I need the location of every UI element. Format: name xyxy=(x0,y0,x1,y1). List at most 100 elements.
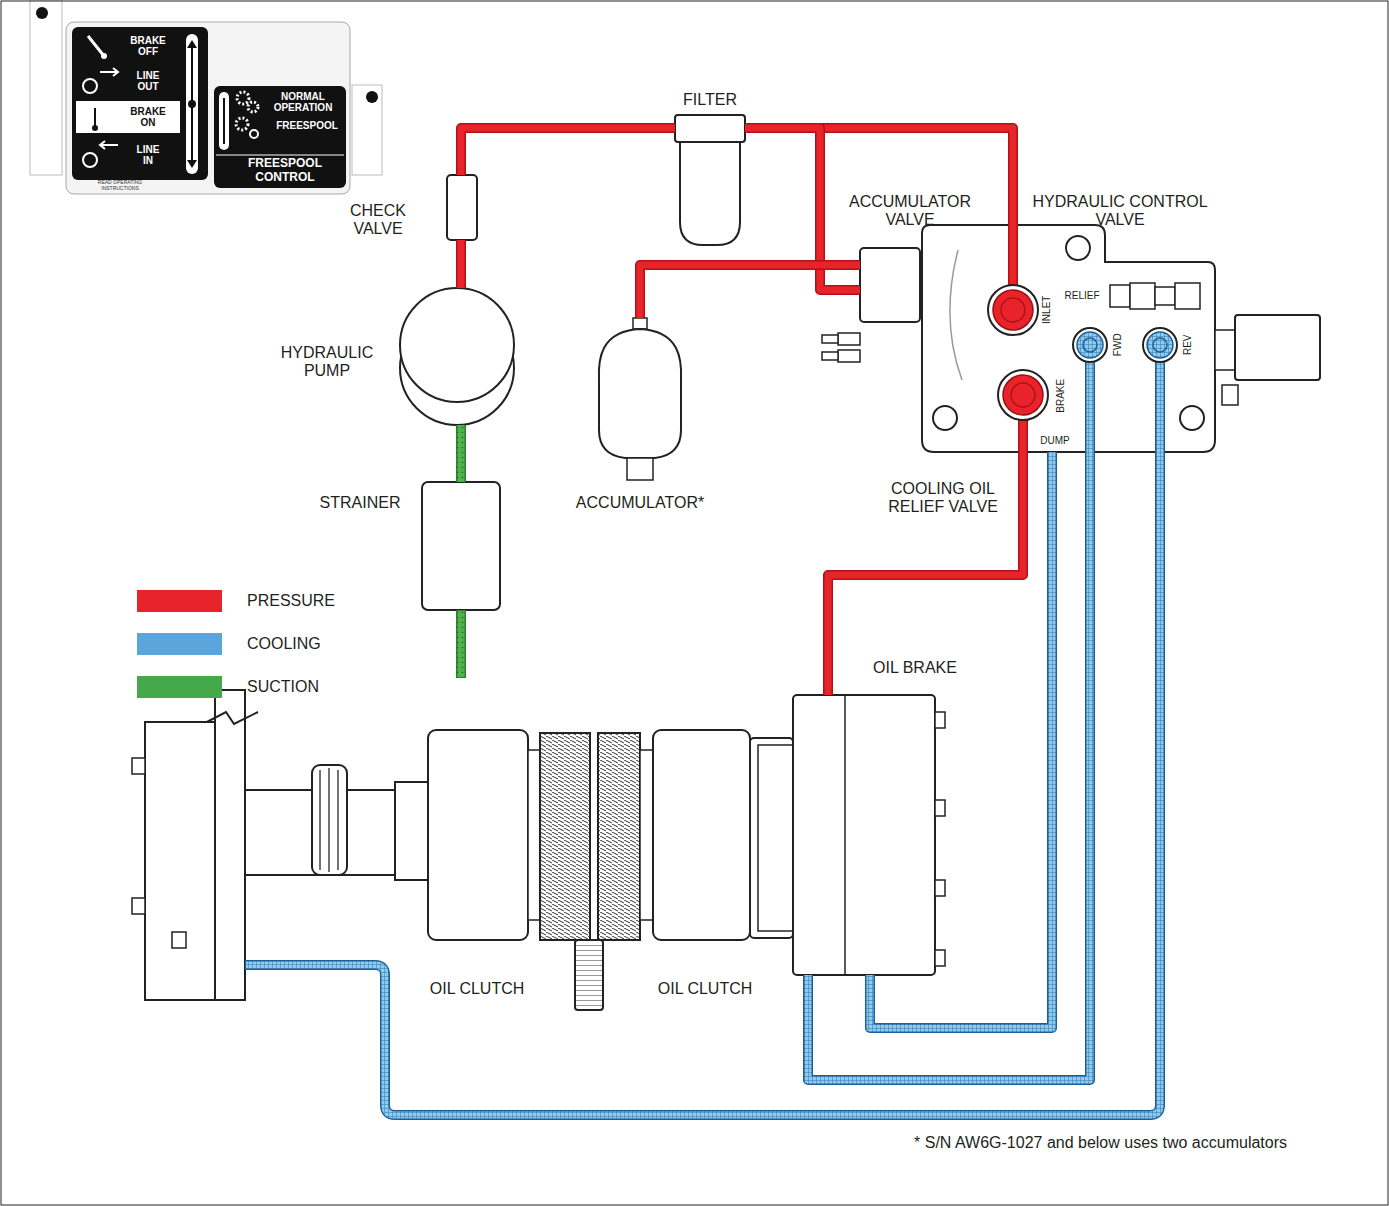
port-label: BRAKE ON xyxy=(126,106,170,129)
control-decal xyxy=(72,27,208,180)
suction-line xyxy=(456,610,466,678)
strainer: STRAINER xyxy=(422,482,500,610)
control-decal xyxy=(216,155,344,156)
accumulator-valve-symbol xyxy=(822,352,838,360)
oil-clutch: OIL CLUTCH xyxy=(428,730,528,940)
filter-symbol xyxy=(680,142,740,245)
legend-swatch xyxy=(137,633,222,655)
accumulator-valve-symbol xyxy=(838,333,860,345)
component-label: OIL CLUTCH xyxy=(430,980,525,998)
oil-clutch: OIL CLUTCH xyxy=(653,730,750,940)
clutch-drawing xyxy=(575,940,603,1010)
suction-line xyxy=(460,425,461,482)
control-valve: HYDRAULIC CONTROL VALVERELIEFINLETFWDREV… xyxy=(922,225,1215,452)
line-outline xyxy=(456,425,466,482)
drive-housing xyxy=(132,898,145,914)
drive-housing xyxy=(132,758,145,774)
legend-label: COOLING xyxy=(247,635,321,653)
control-decal xyxy=(88,36,104,56)
control-valve-body xyxy=(950,250,962,380)
accumulator-symbol xyxy=(599,318,681,480)
valve-ports xyxy=(1083,338,1097,352)
pump-symbol xyxy=(400,288,514,402)
control-decal xyxy=(30,0,62,175)
rev-cooling-line xyxy=(245,360,1160,1115)
valve-ports xyxy=(1011,383,1035,407)
component-label: OIL BRAKE xyxy=(873,659,957,677)
line-outline xyxy=(456,240,466,288)
freespool-decal: NORMAL OPERATIONFREESPOOLFREESPOOL CONTR… xyxy=(214,86,346,188)
valve-ports xyxy=(988,285,1177,420)
control-decal xyxy=(248,102,258,112)
control-decal xyxy=(76,101,180,133)
control-decal xyxy=(187,40,197,168)
control-valve-body xyxy=(922,225,1320,452)
accumulator-symbol xyxy=(633,318,647,329)
legend-swatch xyxy=(137,590,222,612)
port-label: INLET xyxy=(1041,296,1053,324)
line-fill xyxy=(457,240,464,288)
control-decal xyxy=(219,92,229,150)
drive-housing xyxy=(395,782,428,880)
control-decal xyxy=(366,91,378,103)
port-label: FREESPOOL xyxy=(276,120,338,132)
control-valve-body xyxy=(1222,385,1238,405)
line-fill xyxy=(808,360,1090,1080)
control-decal xyxy=(223,98,225,144)
drive-housing xyxy=(172,932,186,948)
component-label: CHECK VALVE xyxy=(342,202,414,239)
control-decal xyxy=(250,130,258,138)
port-label: LINE IN xyxy=(132,144,164,167)
clutch-drawing xyxy=(528,750,540,920)
brake-decal: BRAKE OFFLINE OUTBRAKE ONLINE IN xyxy=(70,25,210,192)
clutch-drawing xyxy=(428,730,528,940)
accumulator-symbol xyxy=(599,329,681,458)
control-decal xyxy=(352,85,382,175)
footnote: * S/N AW6G-1027 and below uses two accum… xyxy=(914,1134,1287,1152)
drive-housing xyxy=(215,690,245,1000)
control-decal xyxy=(83,79,97,93)
filter: FILTER xyxy=(675,115,745,245)
valve-ports xyxy=(998,370,1048,420)
control-decal xyxy=(188,100,196,108)
port-label: DUMP xyxy=(1040,435,1069,447)
control-decal xyxy=(101,53,107,59)
accumulator: ACCUMULATOR* xyxy=(599,318,681,480)
valve-ports xyxy=(1003,375,1043,415)
check-valve-symbol xyxy=(447,175,477,240)
legend-label: PRESSURE xyxy=(247,592,335,610)
control-decal xyxy=(30,0,382,194)
control-decal xyxy=(92,125,98,131)
control-decal xyxy=(186,34,198,174)
accumulator-symbol xyxy=(627,458,653,480)
suction-line xyxy=(458,611,465,677)
control-decal xyxy=(100,141,118,149)
suction-line xyxy=(461,610,462,678)
pressure-line xyxy=(461,128,675,175)
legend-swatch xyxy=(137,676,222,698)
line-fill xyxy=(457,425,464,482)
valve-ports xyxy=(1077,332,1103,358)
clutch-drawing xyxy=(428,730,793,1010)
filter-symbol xyxy=(675,115,745,245)
port-label: REV xyxy=(1181,335,1193,356)
line-outline xyxy=(461,128,675,175)
pressure-line xyxy=(828,418,1023,695)
control-decal xyxy=(214,86,346,188)
accumulator-valve-symbol xyxy=(860,248,920,322)
component-label: HYDRAULIC PUMP xyxy=(267,344,387,381)
line-fill xyxy=(461,128,675,175)
rev-cooling-line xyxy=(246,360,1160,1115)
line-fill xyxy=(870,452,1052,1028)
control-valve-body xyxy=(1235,315,1320,380)
component-label: ACCUMULATOR* xyxy=(576,494,704,512)
control-valve-body xyxy=(922,225,1215,452)
cooling-line xyxy=(808,360,1090,1080)
control-valve-body xyxy=(1110,285,1130,307)
drive-housing xyxy=(320,768,338,872)
port-label: FREESPOOL CONTROL xyxy=(235,157,335,185)
accumulator-valve-symbol xyxy=(822,335,838,343)
port-label: BRAKE xyxy=(1055,379,1067,413)
control-valve-body xyxy=(933,406,957,430)
